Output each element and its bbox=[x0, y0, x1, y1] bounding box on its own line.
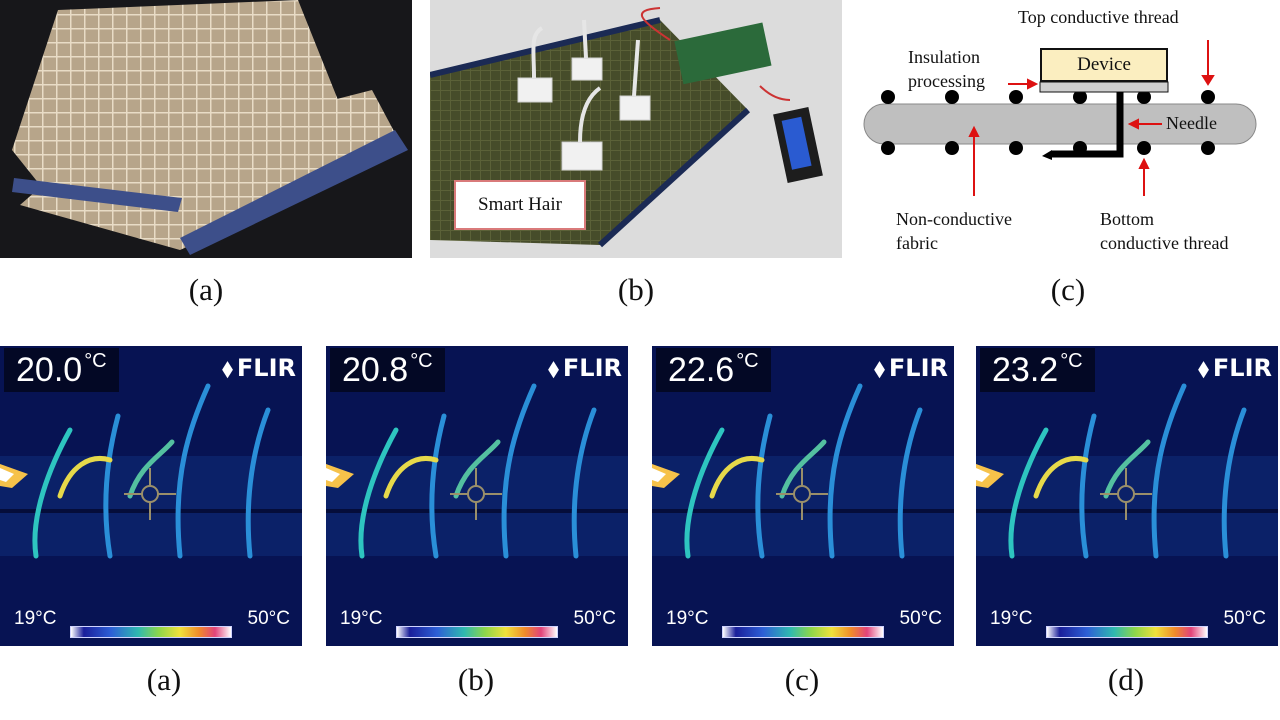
flir-brand-text: FLIR bbox=[889, 354, 948, 382]
thermal-image-2: 22.6 °C ⬧ FLIR 19°C 50°C bbox=[652, 346, 954, 646]
insulation-label-2: processing bbox=[908, 70, 985, 93]
smart-hair-photo: Smart Hair bbox=[430, 0, 842, 258]
caption-top-a: (a) bbox=[166, 272, 246, 308]
needle-label: Needle bbox=[1166, 112, 1217, 135]
color-scale-bar bbox=[70, 626, 232, 638]
flir-diamond-icon: ⬧ bbox=[1198, 354, 1209, 382]
thermal-image-0: 20.0 °C ⬧ FLIR 19°C 50°C bbox=[0, 346, 302, 646]
temperature-value: 23.2 bbox=[992, 348, 1058, 392]
caption-top-c: (c) bbox=[1028, 272, 1108, 308]
flir-diamond-icon: ⬧ bbox=[222, 354, 233, 382]
fabric-photo bbox=[0, 0, 412, 258]
caption-thermal-2: (c) bbox=[762, 662, 842, 698]
device-box: Device bbox=[1040, 48, 1168, 82]
thermal-image-1: 20.8 °C ⬧ FLIR 19°C 50°C bbox=[326, 346, 628, 646]
scale-max-label: 50°C bbox=[1224, 608, 1266, 630]
flir-logo: ⬧ FLIR bbox=[548, 354, 622, 382]
temperature-value: 20.0 bbox=[16, 348, 82, 392]
temperature-readout: 20.0 °C bbox=[4, 348, 119, 392]
scale-max-label: 50°C bbox=[248, 608, 290, 630]
scale-max-label: 50°C bbox=[900, 608, 942, 630]
flir-logo: ⬧ FLIR bbox=[222, 354, 296, 382]
insulation-label-1: Insulation bbox=[908, 46, 980, 69]
scale-min-label: 19°C bbox=[14, 608, 56, 630]
temperature-readout: 22.6 °C bbox=[656, 348, 771, 392]
flir-brand-text: FLIR bbox=[237, 354, 296, 382]
color-scale-bar bbox=[1046, 626, 1208, 638]
fabric-label-1: Non-conductive bbox=[896, 208, 1012, 231]
flir-brand-text: FLIR bbox=[1213, 354, 1272, 382]
conductive-thread-diagram: Device Top conductive thread Insulation … bbox=[856, 0, 1280, 270]
temperature-unit: °C bbox=[84, 348, 106, 374]
temperature-value: 20.8 bbox=[342, 348, 408, 392]
scale-max-label: 50°C bbox=[574, 608, 616, 630]
temperature-unit: °C bbox=[410, 348, 432, 374]
bottom-thread-label-2: conductive thread bbox=[1100, 232, 1228, 255]
caption-top-b: (b) bbox=[596, 272, 676, 308]
top-thread-label: Top conductive thread bbox=[1018, 6, 1179, 29]
temperature-value: 22.6 bbox=[668, 348, 734, 392]
temperature-readout: 23.2 °C bbox=[980, 348, 1095, 392]
flir-brand-text: FLIR bbox=[563, 354, 622, 382]
scale-min-label: 19°C bbox=[990, 608, 1032, 630]
temperature-readout: 20.8 °C bbox=[330, 348, 445, 392]
temperature-unit: °C bbox=[1060, 348, 1082, 374]
caption-thermal-0: (a) bbox=[124, 662, 204, 698]
scale-min-label: 19°C bbox=[340, 608, 382, 630]
flir-diamond-icon: ⬧ bbox=[548, 354, 559, 382]
caption-thermal-3: (d) bbox=[1086, 662, 1166, 698]
caption-thermal-1: (b) bbox=[436, 662, 516, 698]
color-scale-bar bbox=[722, 626, 884, 638]
smart-hair-label: Smart Hair bbox=[454, 180, 586, 230]
flir-diamond-icon: ⬧ bbox=[874, 354, 885, 382]
bottom-thread-label-1: Bottom bbox=[1100, 208, 1154, 231]
thermal-image-3: 23.2 °C ⬧ FLIR 19°C 50°C bbox=[976, 346, 1278, 646]
temperature-unit: °C bbox=[736, 348, 758, 374]
fabric-label-2: fabric bbox=[896, 232, 938, 255]
color-scale-bar bbox=[396, 626, 558, 638]
flir-logo: ⬧ FLIR bbox=[874, 354, 948, 382]
scale-min-label: 19°C bbox=[666, 608, 708, 630]
flir-logo: ⬧ FLIR bbox=[1198, 354, 1272, 382]
